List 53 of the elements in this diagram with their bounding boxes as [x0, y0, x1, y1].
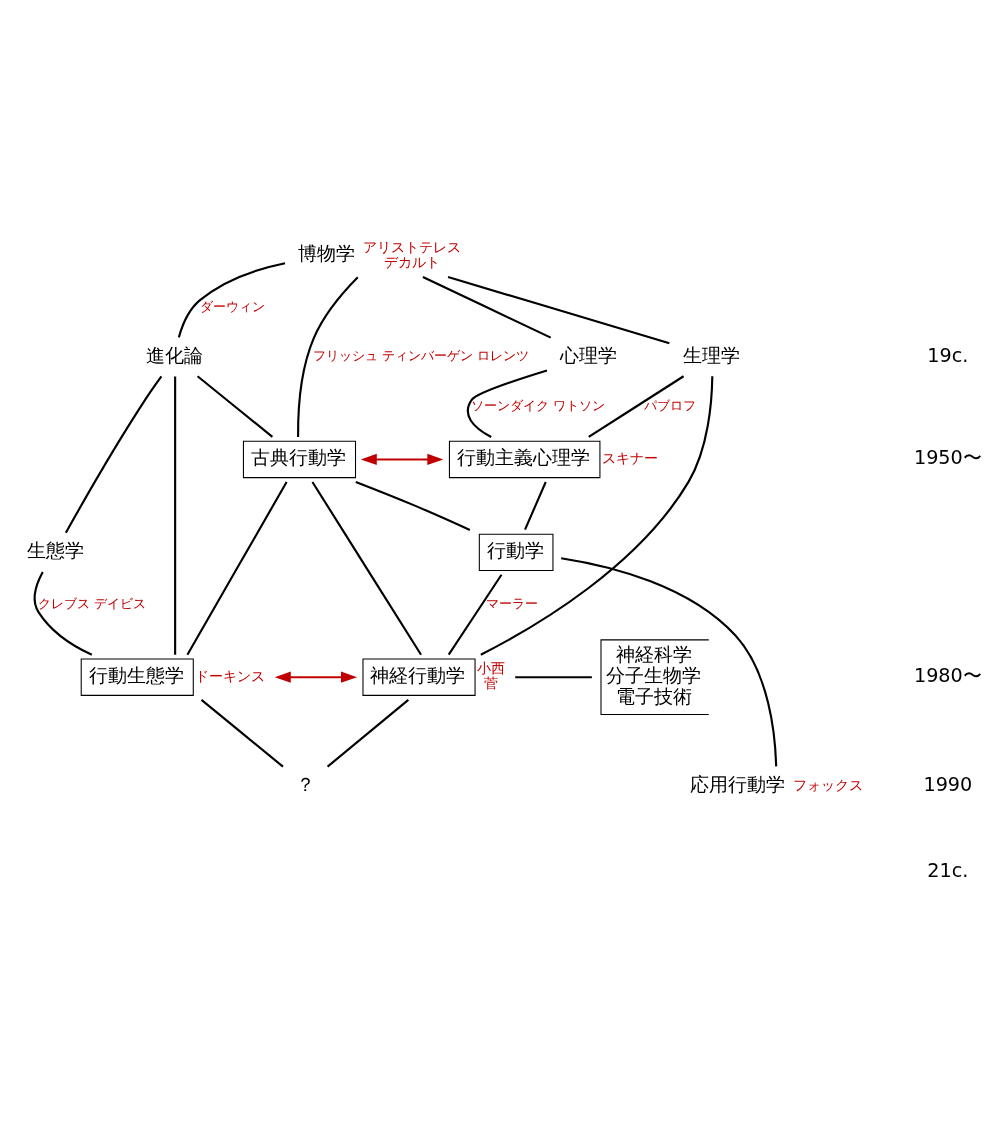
node-box: 行動主義心理学	[448, 440, 600, 478]
node-text: 応用行動学	[689, 772, 785, 796]
node-text: 進化論	[145, 343, 203, 367]
connector	[177, 261, 285, 338]
connector	[196, 374, 273, 438]
connector	[173, 376, 176, 655]
connector	[466, 368, 547, 438]
label: 1950〜	[913, 445, 982, 469]
node-label: フォックス	[792, 776, 863, 793]
node-box: 行動生態学	[80, 658, 194, 696]
node-text: 神経科学 分子生物学 電子技術	[605, 642, 701, 708]
connector	[587, 374, 684, 438]
node-label: ドーキンス	[194, 667, 265, 684]
node-text: ？	[295, 772, 315, 796]
label: 21c.	[926, 858, 968, 882]
node-box: 行動学	[478, 533, 553, 571]
arrow	[274, 671, 357, 683]
connector	[479, 375, 713, 656]
edge-label: ソーンダイク ワトソン	[470, 397, 605, 413]
node-label: 小西	[476, 659, 505, 676]
edge-label: パブロフ	[643, 397, 696, 413]
node-box: 古典行動学	[242, 440, 356, 478]
connector	[523, 481, 547, 530]
node-text: 心理学	[559, 343, 617, 367]
edge-label: ダーウィン	[199, 298, 265, 314]
connector	[354, 480, 470, 531]
node-label: 菅	[483, 674, 498, 691]
connector	[447, 275, 670, 344]
arrow	[360, 453, 443, 465]
connector	[447, 573, 502, 655]
node-text: 生態学	[26, 538, 84, 562]
connector	[200, 698, 284, 767]
connector	[326, 698, 409, 767]
node-text: 博物学	[297, 241, 355, 265]
connector	[64, 375, 162, 533]
connector	[296, 275, 359, 437]
connector	[33, 570, 92, 656]
node-text: 生理学	[682, 343, 740, 367]
label: 19c.	[926, 343, 968, 367]
connector	[186, 480, 288, 655]
connector	[421, 275, 551, 339]
node-label: デカルト	[383, 253, 440, 270]
node-box: 神経行動学	[361, 658, 476, 696]
connector	[311, 480, 422, 655]
connector	[560, 556, 777, 766]
connector	[514, 675, 592, 678]
edge-label: フリッシュ ティンバーゲン ロレンツ	[312, 347, 529, 363]
edge-label: クレブス デイビス	[37, 595, 146, 611]
node-label: アリストテレス	[362, 238, 461, 255]
label: 1990	[922, 772, 972, 796]
label: 1980〜	[913, 663, 982, 687]
node-label: スキナー	[601, 449, 658, 466]
edge-label: マーラー	[485, 595, 538, 611]
